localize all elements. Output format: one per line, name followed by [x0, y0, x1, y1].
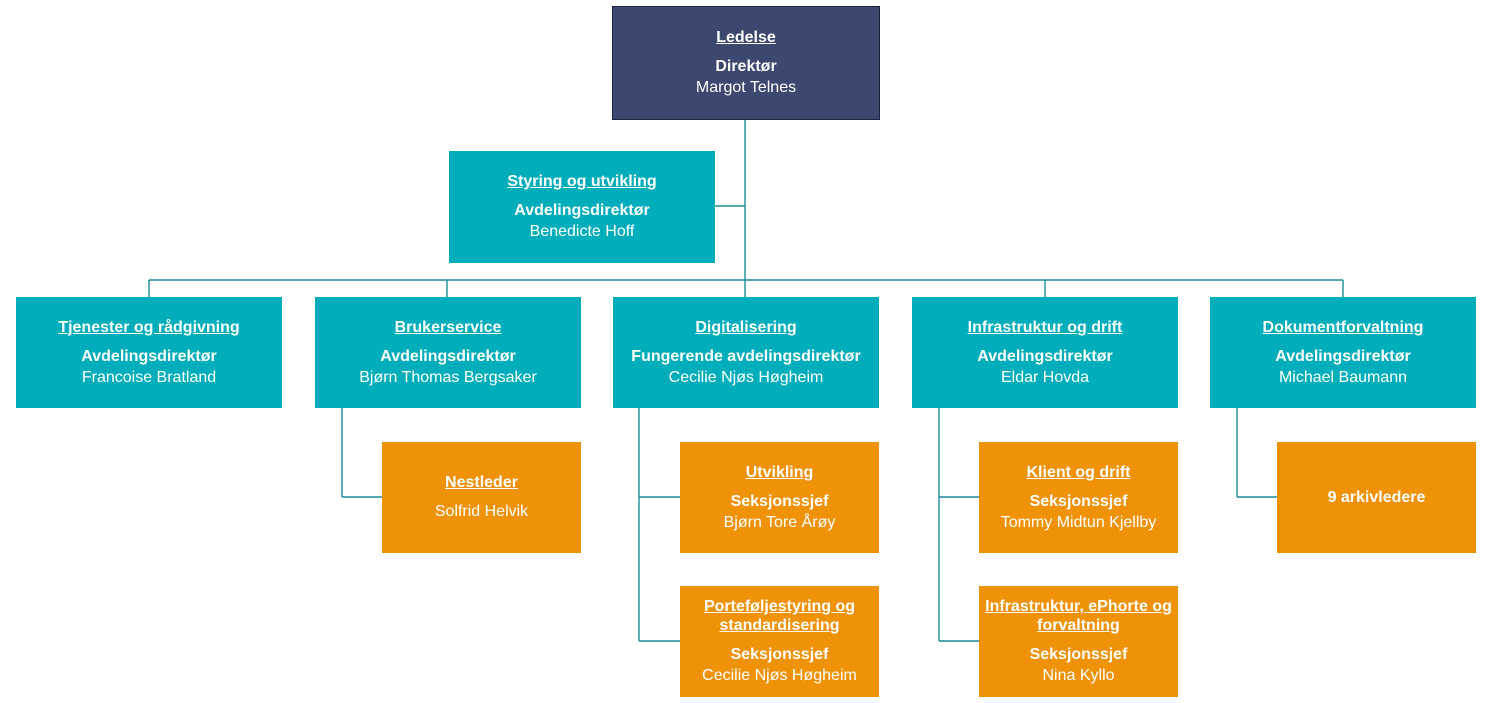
role-title: Avdelingsdirektør: [1275, 347, 1411, 365]
person-name: Michael Baumann: [1278, 368, 1408, 386]
unit-name: Tjenester og rådgivning: [58, 318, 240, 336]
role-title: Seksjonssjef: [1029, 492, 1128, 510]
unit-name: Ledelse: [716, 29, 776, 46]
node-portefoljestyring: Porteføljestyring og standardisering Sek…: [680, 586, 879, 697]
role-title: Seksjonssjef: [730, 492, 829, 510]
node-infrastruktur-ephorte: Infrastruktur, ePhorte og forvaltning Se…: [979, 586, 1178, 697]
node-ledelse: Ledelse Direktør Margot Telnes: [612, 6, 880, 120]
unit-name: Porteføljestyring og standardisering: [703, 598, 856, 634]
role-title: Avdelingsdirektør: [977, 347, 1113, 365]
person-name: Francoise Bratland: [81, 368, 217, 386]
role-title: Seksjonssjef: [730, 646, 829, 663]
role-title: Avdelingsdirektør: [81, 347, 217, 365]
role-title: Direktør: [715, 58, 777, 75]
node-dokumentforvaltning: Dokumentforvaltning Avdelingsdirektør Mi…: [1210, 297, 1476, 408]
node-digitalisering: Digitalisering Fungerende avdelingsdirek…: [613, 297, 879, 408]
person-name: Nina Kyllo: [1042, 667, 1115, 684]
unit-name: Dokumentforvaltning: [1262, 318, 1424, 336]
person-name: Bjørn Tore Årøy: [723, 513, 836, 531]
node-infrastruktur-og-drift: Infrastruktur og drift Avdelingsdirektør…: [912, 297, 1178, 408]
role-title: Avdelingsdirektør: [514, 202, 650, 219]
unit-name: Infrastruktur og drift: [967, 318, 1123, 336]
person-name: Cecilie Njøs Høgheim: [702, 667, 857, 684]
node-styring-og-utvikling: Styring og utvikling Avdelingsdirektør B…: [449, 151, 715, 263]
node-brukerservice: Brukerservice Avdelingsdirektør Bjørn Th…: [315, 297, 581, 408]
node-arkivledere: 9 arkivledere: [1277, 442, 1476, 553]
unit-name: Brukerservice: [394, 318, 502, 336]
node-nestleder: Nestleder Solfrid Helvik: [382, 442, 581, 553]
person-name: Solfrid Helvik: [434, 503, 529, 520]
role-title: 9 arkivledere: [1327, 489, 1426, 506]
role-title: Avdelingsdirektør: [380, 347, 516, 365]
person-name: Margot Telnes: [695, 79, 797, 96]
unit-name: Utvikling: [745, 463, 814, 481]
unit-name: Klient og drift: [1026, 463, 1131, 481]
node-utvikling: Utvikling Seksjonssjef Bjørn Tore Årøy: [680, 442, 879, 553]
person-name: Benedicte Hoff: [529, 223, 635, 240]
unit-name: Digitalisering: [695, 318, 797, 336]
unit-name: Styring og utvikling: [507, 173, 657, 190]
person-name: Cecilie Njøs Høgheim: [668, 368, 824, 386]
person-name: Tommy Midtun Kjellby: [1000, 513, 1157, 531]
node-tjenester-og-radgivning: Tjenester og rådgivning Avdelingsdirektø…: [16, 297, 282, 408]
person-name: Bjørn Thomas Bergsaker: [359, 368, 537, 386]
role-title: Seksjonssjef: [1029, 646, 1128, 663]
person-name: Eldar Hovda: [1000, 368, 1090, 386]
unit-name: Nestleder: [445, 474, 518, 491]
role-title: Fungerende avdelingsdirektør: [631, 347, 861, 365]
node-klient-og-drift: Klient og drift Seksjonssjef Tommy Midtu…: [979, 442, 1178, 553]
unit-name: Infrastruktur, ePhorte og forvaltning: [985, 598, 1172, 634]
